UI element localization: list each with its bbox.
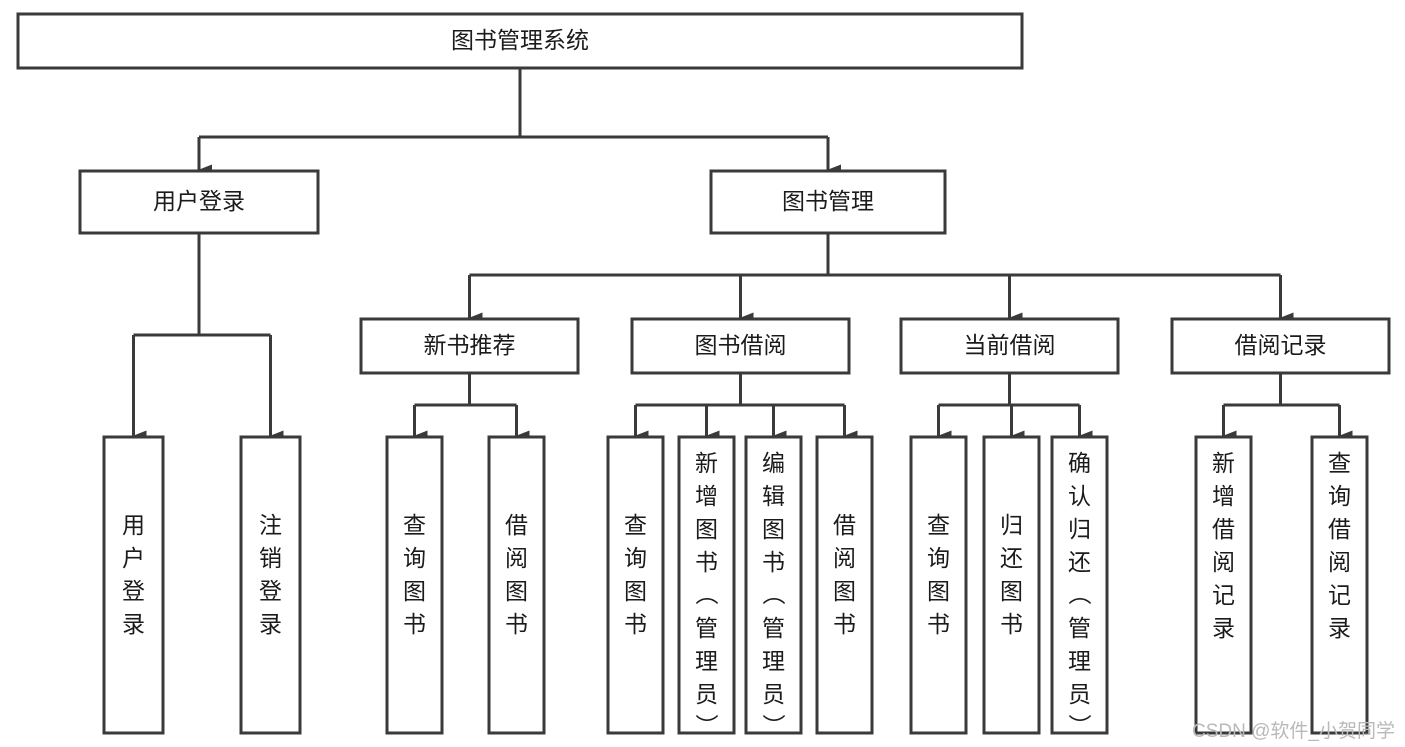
node-box [16, 12, 1024, 70]
node-label: 归还图书 [1000, 512, 1023, 637]
node-leaf-查询图书[interactable]: 查询图书 [606, 435, 665, 735]
edges-leaves-of-用户登录 [132, 233, 284, 442]
node-root-图书管理系统[interactable]: 图书管理系统 [16, 12, 1024, 70]
node-box [1170, 317, 1391, 375]
node-box [677, 435, 736, 735]
node-label: 新增借阅记录 [1212, 450, 1235, 641]
node-label: 图书借阅 [695, 332, 787, 358]
node-leaf-用户登录[interactable]: 用户登录 [102, 435, 165, 735]
node-leaf-新增图书管理员[interactable]: 新增图书（管理员） [677, 435, 736, 740]
node-leaf-编辑图书管理员[interactable]: 编辑图书（管理员） [744, 435, 803, 740]
node-l3-当前借阅[interactable]: 当前借阅 [899, 317, 1120, 375]
node-box [982, 435, 1041, 735]
node-box [744, 435, 803, 735]
node-label: 当前借阅 [964, 332, 1056, 358]
node-box [487, 435, 546, 735]
node-leaf-新增借阅记录[interactable]: 新增借阅记录 [1194, 435, 1253, 735]
node-label: 新增图书（管理员） [695, 450, 719, 740]
node-box [359, 317, 580, 375]
edges-root-to-level2 [197, 68, 841, 176]
node-box [102, 435, 165, 735]
node-l2-图书管理[interactable]: 图书管理 [709, 169, 947, 235]
edges-leaves-of-新书推荐 [413, 373, 530, 442]
node-label: 图书管理 [782, 188, 874, 214]
node-box [709, 169, 947, 235]
connector-layer [132, 68, 1353, 442]
node-box [815, 435, 874, 735]
node-label: 查询图书 [403, 512, 426, 637]
node-box [1194, 435, 1253, 735]
node-box [1050, 435, 1109, 735]
node-l3-新书推荐[interactable]: 新书推荐 [359, 317, 580, 375]
node-box [606, 435, 665, 735]
node-leaf-查询图书[interactable]: 查询图书 [385, 435, 444, 735]
node-box [899, 317, 1120, 375]
node-label: 查询借阅记录 [1328, 450, 1351, 641]
node-label: 图书管理系统 [451, 27, 589, 53]
node-label: 确认归还（管理员） [1068, 450, 1092, 740]
node-l2-用户登录[interactable]: 用户登录 [78, 169, 320, 235]
node-box [78, 169, 320, 235]
node-label: 查询图书 [927, 512, 950, 637]
edges-leaves-of-当前借阅 [937, 373, 1093, 442]
node-layer: 图书管理系统用户登录图书管理新书推荐图书借阅当前借阅借阅记录用户登录注销登录查询… [16, 12, 1391, 740]
node-label: 编辑图书（管理员） [762, 450, 786, 740]
node-box [909, 435, 968, 735]
node-label: 注销登录 [259, 512, 282, 637]
node-l3-图书借阅[interactable]: 图书借阅 [630, 317, 851, 375]
node-label: 借阅图书 [505, 512, 528, 637]
edges-leaves-of-借阅记录 [1222, 373, 1353, 442]
edges-book-mgmt-to-level3 [468, 233, 1294, 324]
node-l3-借阅记录[interactable]: 借阅记录 [1170, 317, 1391, 375]
edges-leaves-of-图书借阅 [634, 373, 858, 442]
node-label: 借阅记录 [1235, 332, 1327, 358]
node-leaf-归还图书[interactable]: 归还图书 [982, 435, 1041, 735]
node-leaf-注销登录[interactable]: 注销登录 [239, 435, 302, 735]
node-box [385, 435, 444, 735]
node-label: 新书推荐 [424, 332, 516, 358]
node-leaf-查询图书[interactable]: 查询图书 [909, 435, 968, 735]
node-leaf-确认归还管理员[interactable]: 确认归还（管理员） [1050, 435, 1109, 740]
node-box [630, 317, 851, 375]
node-box [239, 435, 302, 735]
node-box [1310, 435, 1369, 735]
node-leaf-借阅图书[interactable]: 借阅图书 [815, 435, 874, 735]
node-leaf-借阅图书[interactable]: 借阅图书 [487, 435, 546, 735]
node-leaf-查询借阅记录[interactable]: 查询借阅记录 [1310, 435, 1369, 735]
csdn-watermark: CSDN @软件_小贺同学 [1192, 721, 1395, 742]
node-label: 借阅图书 [833, 512, 856, 637]
node-label: 用户登录 [122, 512, 145, 637]
node-label: 用户登录 [153, 188, 245, 214]
node-label: 查询图书 [624, 512, 647, 637]
